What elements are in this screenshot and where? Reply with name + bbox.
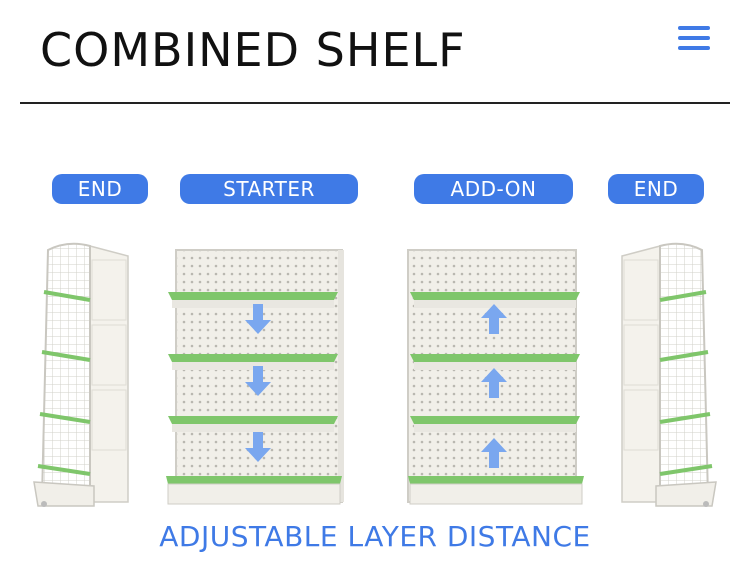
caption-adjustable-layer-distance: ADJUSTABLE LAYER DISTANCE: [159, 520, 591, 553]
end-label-left: END: [52, 174, 148, 204]
page-title: COMBINED SHELF: [40, 23, 466, 77]
add-on-label: ADD-ON: [414, 174, 573, 204]
arrow-down-icon: [245, 304, 271, 462]
starter-label: STARTER: [180, 174, 358, 204]
header-divider: [20, 102, 730, 104]
end-shelf-right-image: [621, 242, 717, 507]
end-shelf-left-image: [33, 242, 129, 507]
hamburger-menu-icon[interactable]: [678, 26, 710, 50]
end-label-right: END: [608, 174, 704, 204]
arrow-up-icon: [481, 304, 507, 468]
starter-shelf-image: [166, 249, 344, 505]
add-on-shelf-image: [407, 249, 584, 505]
